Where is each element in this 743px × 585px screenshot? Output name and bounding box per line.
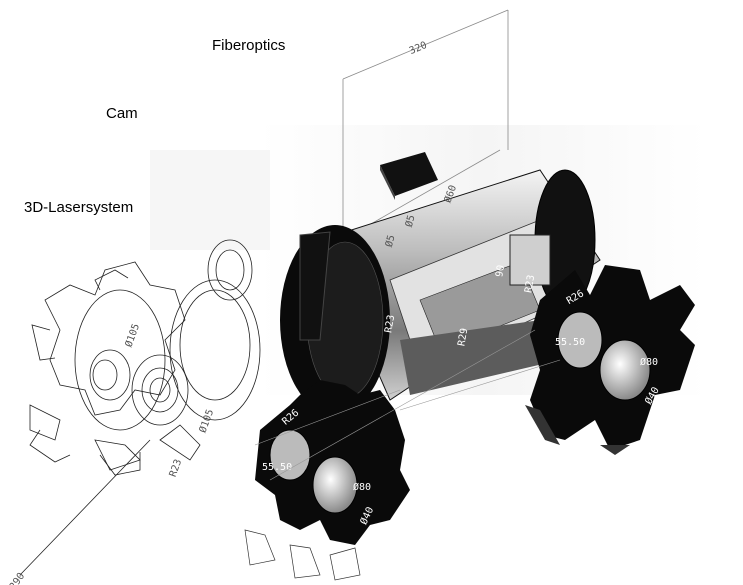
guide-lines <box>254 329 561 481</box>
drum-gear-ring <box>280 225 390 415</box>
fiberoptics-block <box>380 152 438 200</box>
dim-drum-small-3: Ø5 <box>383 234 398 249</box>
wireframe-gear-front <box>244 529 361 581</box>
dim-drum-r1: R23 <box>523 274 537 294</box>
laser-label: 3D-Lasersystem <box>24 199 134 216</box>
dim-front-hub-width: 55.50 <box>262 462 292 473</box>
dim-drum-r2: R23 <box>383 314 397 334</box>
right-wheel <box>525 265 695 455</box>
cam-label: Cam <box>106 105 138 122</box>
fiberoptics-label: Fiberoptics <box>212 37 286 54</box>
dim-left-dia: Ø290 <box>4 570 28 585</box>
dimension-320 <box>342 9 509 241</box>
dim-drum-pitch: 90 <box>494 264 507 278</box>
dim-gear-rot: Ø105 <box>123 322 143 349</box>
dim-front-hub-dia: Ø80 <box>353 481 371 493</box>
dim-right-hub-dia: Ø80 <box>640 356 658 368</box>
dim-drum-small-1: Ø60 <box>442 183 459 204</box>
dim-320-text: 320 <box>408 40 429 57</box>
dim-drum-r3: R29 <box>456 327 470 347</box>
dim-left-r: R23 <box>168 458 185 479</box>
wireframe-gear-left <box>19 239 261 576</box>
dim-drum-small-2: Ø5 <box>403 214 418 229</box>
dim-right-hub-width: 55.50 <box>555 337 585 348</box>
front-wheel <box>255 380 410 545</box>
dim-rear: Ø105 <box>197 408 217 435</box>
